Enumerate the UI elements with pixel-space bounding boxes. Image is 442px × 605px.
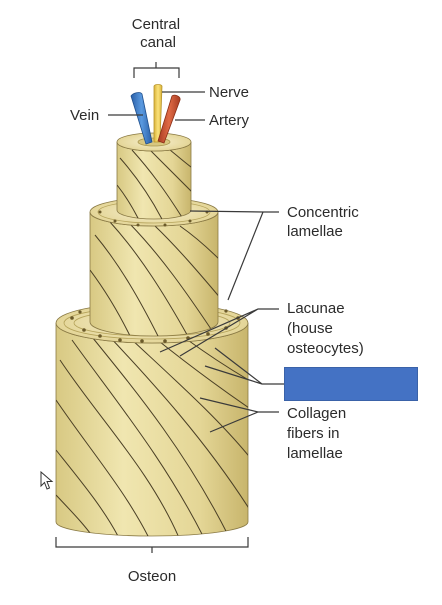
collagen-fibers-label-line1: Collagen	[287, 405, 346, 422]
answer-box-leader	[204, 347, 284, 385]
middle-lamella-tier	[89, 197, 219, 337]
mouse-pointer-icon	[40, 471, 54, 490]
central-canal-contents	[130, 84, 181, 145]
central-canal-label-line2: canal	[140, 34, 176, 51]
collagen-fibers-label-line2: fibers in	[287, 425, 340, 442]
middle-tier-side	[89, 211, 219, 337]
svg-text:Lacunae (house ost: Lacunae (house osteocytes)	[287, 300, 364, 357]
collagen-fibers-leader	[199, 397, 279, 433]
middle-tier-fibers	[90, 221, 218, 336]
lacunae-label-line3: osteocytes)	[287, 340, 364, 357]
outer-lamella-tier	[55, 302, 249, 537]
concentric-lamellae-label-line1: Concentric	[287, 204, 359, 221]
diagram-labels: Central canal Nerve Vein Artery Concentr…	[70, 16, 364, 585]
leader-lines	[55, 62, 284, 553]
concentric-lamellae-label-line2: lamellae	[287, 223, 343, 240]
svg-text:Central canal: Central canal	[132, 16, 185, 51]
outer-tier-fibers	[56, 331, 248, 536]
lacunae-label-line2: (house	[287, 320, 333, 337]
artery-vessel	[157, 94, 181, 144]
svg-text:Collagen fibers in: Collagen fibers in lamellae	[287, 405, 350, 462]
nerve-label: Nerve	[209, 84, 249, 101]
osteon-label: Osteon	[128, 568, 176, 585]
vein-vessel	[130, 92, 153, 145]
inner-lamella-tier	[116, 132, 192, 220]
lacunae-leader	[159, 308, 279, 357]
artery-label: Artery	[209, 112, 250, 129]
outer-tier-side	[55, 322, 249, 537]
collagen-fibers-label-line3: lamellae	[287, 445, 343, 462]
hidden-label-answer-box[interactable]	[284, 367, 418, 401]
osteon-bracket	[55, 537, 249, 553]
vein-label: Vein	[70, 107, 99, 124]
concentric-lamellae-leader	[189, 210, 279, 301]
central-canal-bracket	[133, 62, 180, 78]
lacunae-label-line1: Lacunae	[287, 300, 345, 317]
central-canal-label-line1: Central	[132, 16, 180, 33]
svg-text:Concentric lamellae: Concentric lamellae	[287, 204, 363, 240]
